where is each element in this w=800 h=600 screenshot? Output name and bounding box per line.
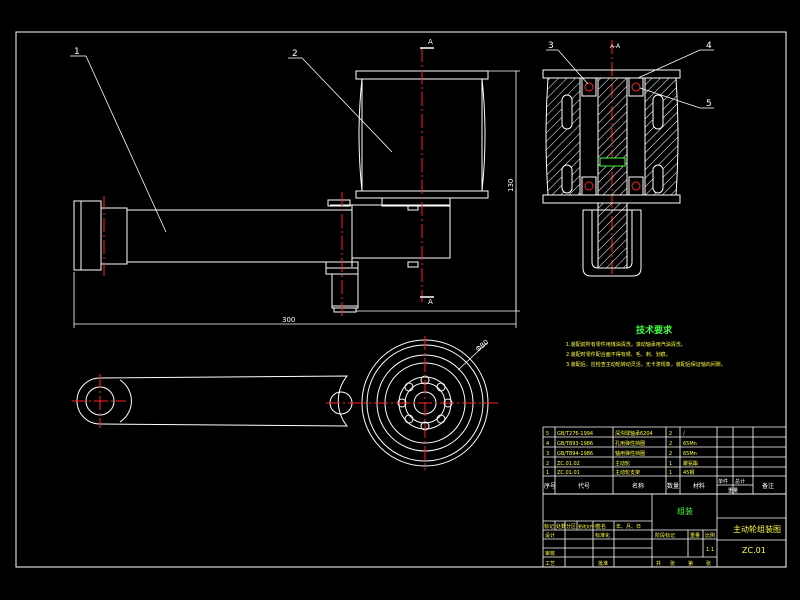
tb-count: 处数 (556, 523, 566, 530)
header-weight: 重量 (728, 487, 738, 494)
top-view-center-lines (72, 336, 498, 470)
parts-row-qty: 2 (669, 441, 672, 447)
drawing-border (15, 31, 787, 568)
parts-row-no: 3 (546, 451, 549, 457)
parts-row-code: ZC.01.02 (557, 461, 580, 467)
balloon-3: 3 (548, 41, 554, 51)
parts-list-header: 序号 代号 名称 数量 材料 单件 总计 重量 备注 (544, 478, 774, 494)
parts-row-qty: 2 (669, 451, 672, 457)
header-name: 名称 (632, 482, 644, 490)
parts-row-material: 聚氨酯 (683, 460, 698, 467)
parts-row-qty: 1 (669, 470, 672, 476)
balloon-1: 1 (74, 47, 80, 57)
tech-req-item-3: 3.装配后，应检查主动轮转动灵活，无卡滞现象，装配后保证轴向间隙。 (566, 361, 726, 368)
parts-row-name: 深沟球轴承6204 (615, 430, 653, 437)
header-code: 代号 (578, 482, 590, 490)
section-view: A-A (542, 40, 681, 277)
parts-row-name: 主动轮支架 (615, 469, 640, 476)
tb-sheet-of: 张 (670, 560, 675, 567)
tb-drawing-no: ZC.01 (742, 546, 766, 555)
parts-row-qty: 1 (669, 461, 672, 467)
parts-row-no: 5 (546, 431, 549, 437)
parts-list-rows: 5 GB/T276-1994 深沟球轴承6204 2 / 4 GB/T893-1… (546, 430, 698, 476)
tb-scale-label: 比例 (705, 532, 715, 539)
parts-row-name: 孔用弹性挡圈 (615, 440, 645, 447)
parts-row-material: 65Mn (683, 441, 697, 447)
tb-approve: 批准 (598, 560, 608, 567)
parts-row-code: GB/T894-1986 (557, 451, 593, 457)
header-remark: 备注 (762, 482, 774, 490)
tb-sheet-unit: 张 (706, 560, 711, 567)
section-mark-bottom: A (428, 298, 433, 306)
parts-row-code: GB/T893-1986 (557, 441, 593, 447)
tb-zone: 分区 (566, 523, 576, 530)
tech-req-item-2: 2.装配时零件配合面不得有锈、毛、刺、划痕。 (566, 351, 671, 358)
parts-row-material: / (683, 431, 685, 437)
tb-design: 设计 (545, 532, 555, 539)
header-single-weight: 单件 (718, 478, 728, 485)
header-total-weight: 总计 (735, 478, 745, 485)
parts-row-no: 1 (546, 470, 549, 476)
leaders-front (70, 55, 393, 233)
header-qty: 数量 (667, 482, 679, 490)
tb-sheet-no: 第 (688, 560, 693, 567)
tb-date: 年、月、日 (616, 523, 641, 530)
parts-row-no: 2 (546, 461, 549, 467)
front-view-center-lines (103, 48, 423, 318)
parts-row-code: ZC.01.01 (557, 470, 580, 476)
header-no: 序号 (544, 482, 556, 490)
parts-row-material: 65Mn (683, 451, 697, 457)
tb-process: 工艺 (545, 561, 555, 567)
tb-material-mark: 组装 (677, 506, 693, 516)
parts-row-code: GB/T276-1994 (557, 431, 593, 437)
parts-row-qty: 2 (669, 431, 672, 437)
tb-weight-label: 重量 (690, 532, 700, 539)
tb-sign: 签名 (596, 523, 606, 530)
tech-req-item-1: 1.装配前所有零件用煤油清洗，滚动轴承用汽油清洗。 (566, 341, 686, 348)
wheel-dia-leader (457, 342, 488, 371)
tb-standardize: 标准化 (595, 532, 610, 539)
balloon-5: 5 (706, 99, 712, 109)
balloon-4: 4 (706, 41, 712, 51)
dim-overall-height: 130 (507, 179, 515, 192)
tb-drawing-name: 主动轮组装图 (733, 524, 781, 534)
title-block-grid (542, 493, 787, 568)
parts-row-material: 45钢 (683, 469, 694, 476)
front-view (73, 70, 489, 313)
tb-review: 审核 (545, 550, 555, 557)
dim-wheel-dia: Φ80 (474, 338, 490, 353)
tb-mark: 标记 (544, 523, 554, 530)
balloon-2: 2 (292, 49, 298, 59)
tb-sheet-total: 共 (656, 560, 661, 567)
section-mark-top: A (428, 38, 433, 46)
section-leaders (546, 49, 714, 109)
dim-overall-length: 300 (282, 316, 295, 324)
parts-row-no: 4 (546, 441, 549, 447)
tech-req-title: 技术要求 (636, 324, 673, 336)
tb-change-doc: 更改文件号 (578, 523, 598, 529)
front-dimensions (73, 70, 520, 328)
parts-row-name: 主动轮 (615, 460, 630, 467)
parts-row-name: 轴用弹性挡圈 (615, 450, 645, 457)
tb-scale: 1:1 (706, 547, 714, 553)
section-label: A-A (610, 43, 621, 50)
tb-stage-mark: 阶段标记 (655, 532, 675, 539)
header-material: 材料 (693, 482, 705, 490)
section-marks: A A (420, 38, 434, 306)
title-block-text: 标记 处数 分区 更改文件号 签名 年、月、日 设计 标准化 审核 工艺 批准 … (544, 506, 781, 567)
